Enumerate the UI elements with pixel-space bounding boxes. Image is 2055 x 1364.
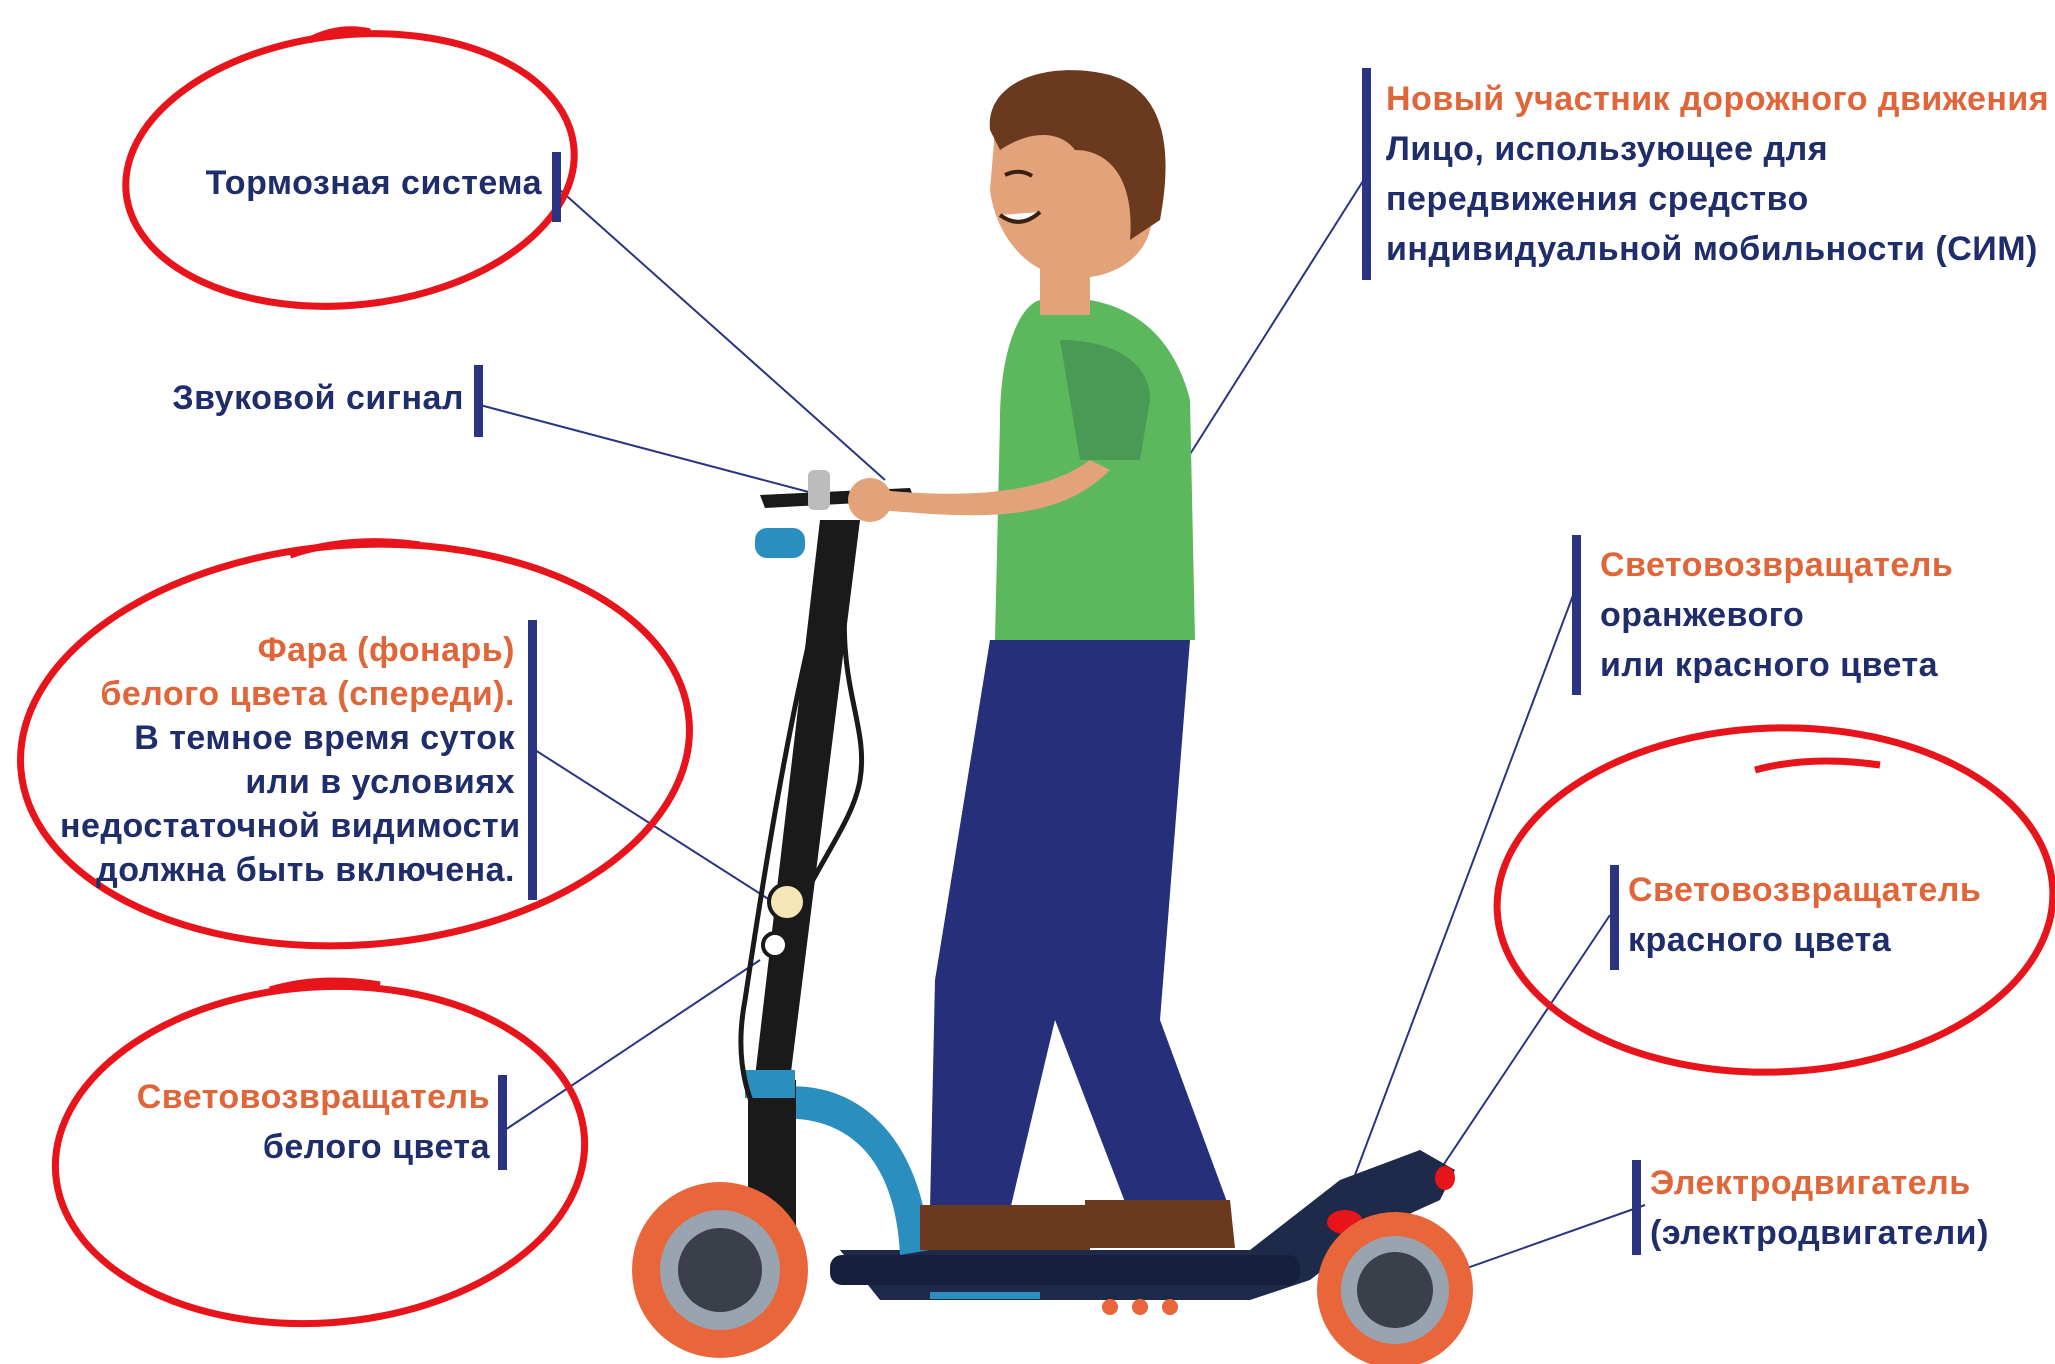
bell bbox=[808, 470, 830, 510]
label-headlight-line4: должна быть включена. bbox=[96, 851, 515, 889]
marker-bar-headlight bbox=[528, 620, 537, 900]
front-reflector bbox=[761, 931, 789, 959]
marker-bar-motor bbox=[1632, 1160, 1641, 1255]
headlight bbox=[767, 882, 807, 922]
label-reflector-orange-line1: оранжевого bbox=[1600, 596, 1805, 634]
label-motor-title: Электродвигатель bbox=[1650, 1164, 1971, 1202]
rider-hair bbox=[989, 70, 1166, 241]
rider-pants bbox=[930, 640, 1230, 1215]
label-motor: Электродвигатель (электродвигатели) bbox=[1650, 1158, 1989, 1258]
leader-horn bbox=[479, 404, 821, 496]
highlight-reflector-red bbox=[1493, 724, 2055, 1076]
deck-dot bbox=[1162, 1299, 1178, 1315]
label-participant-line3: индивидуальной мобильности (СИМ) bbox=[1386, 230, 2038, 268]
leader-participant bbox=[1179, 169, 1371, 471]
rider-hand bbox=[848, 478, 892, 522]
fork-clamp bbox=[745, 1070, 795, 1098]
label-headlight-line2: или в условиях bbox=[245, 763, 515, 801]
label-reflector-orange: Световозвращатель оранжевого или красног… bbox=[1600, 540, 1953, 690]
scooter bbox=[632, 470, 1473, 1364]
highlight-reflector-white-tail bbox=[268, 977, 381, 994]
label-participant-title: Новый участник дорожного движения bbox=[1386, 80, 2050, 118]
leader-reflector-orange bbox=[1354, 589, 1576, 1176]
highlight-circles bbox=[17, 26, 2055, 1328]
label-reflector-red-line1: красного цвета bbox=[1628, 921, 1892, 959]
label-horn-text: Звуковой сигнал bbox=[172, 379, 464, 417]
label-brake-text: Тормозная система bbox=[205, 164, 542, 202]
label-participant-line2: передвижения средство bbox=[1386, 180, 1809, 218]
rider-eye bbox=[1004, 169, 1034, 178]
label-participant: Новый участник дорожного движения Лицо, … bbox=[1386, 74, 2049, 274]
leader-reflector-red bbox=[1439, 914, 1611, 1171]
label-reflector-white-line1: белого цвета bbox=[262, 1128, 490, 1166]
leader-lines bbox=[479, 169, 1646, 1291]
label-headlight-title2: белого цвета (спереди). bbox=[100, 675, 515, 713]
label-reflector-red-title: Световозвращатель bbox=[1628, 871, 1982, 909]
rider bbox=[848, 70, 1235, 1250]
leader-brake bbox=[559, 189, 886, 481]
rider-shoe bbox=[920, 1205, 1090, 1250]
marker-bar-reflector-red bbox=[1610, 865, 1619, 970]
label-participant-line1: Лицо, использующее для bbox=[1386, 130, 1829, 168]
rider-sleeve bbox=[1060, 340, 1150, 460]
label-reflector-white: Световозвращатель белого цвета bbox=[100, 1072, 490, 1172]
highlight-reflector-white bbox=[51, 982, 589, 1328]
highlight-headlight-tail bbox=[288, 538, 421, 559]
label-motor-line1: (электродвигатели) bbox=[1650, 1214, 1989, 1252]
label-headlight-title1: Фара (фонарь) bbox=[257, 631, 515, 669]
marker-bar-reflector-white bbox=[498, 1075, 507, 1170]
label-brake: Тормозная система bbox=[150, 158, 542, 208]
deck-light-strip bbox=[930, 1292, 1040, 1299]
highlight-brake-tail bbox=[308, 26, 371, 44]
label-headlight: Фара (фонарь) белого цвета (спереди). В … bbox=[60, 628, 521, 892]
label-reflector-orange-title: Световозвращатель bbox=[1600, 546, 1954, 584]
label-headlight-line3: недостаточной видимости bbox=[60, 807, 521, 845]
grip-left bbox=[755, 528, 805, 558]
label-reflector-red: Световозвращатель красного цвета bbox=[1628, 865, 1981, 965]
marker-bar-reflector-orange bbox=[1572, 535, 1581, 695]
rider-arm bbox=[880, 460, 1110, 516]
label-horn: Звуковой сигнал bbox=[100, 373, 464, 423]
label-headlight-line1: В темное время суток bbox=[134, 719, 515, 757]
deck-dot bbox=[1102, 1299, 1118, 1315]
highlight-brake bbox=[122, 30, 578, 310]
label-reflector-orange-line2: или красного цвета bbox=[1600, 646, 1939, 684]
front-hub bbox=[678, 1228, 762, 1312]
scooter-platform bbox=[830, 1255, 1300, 1285]
rider-shoe bbox=[1085, 1200, 1235, 1248]
leader-reflector-white bbox=[504, 959, 761, 1131]
deck-dot bbox=[1132, 1299, 1148, 1315]
rider-mouth bbox=[998, 210, 1042, 224]
marker-bar-brake bbox=[552, 152, 561, 222]
marker-bar-participant bbox=[1362, 68, 1371, 280]
highlight-reflector-red-tail bbox=[1754, 757, 1881, 774]
rear-hub bbox=[1357, 1252, 1433, 1328]
label-reflector-white-title: Световозвращатель bbox=[136, 1078, 490, 1116]
rear-light bbox=[1435, 1166, 1455, 1190]
cable bbox=[738, 559, 833, 1142]
marker-bar-horn bbox=[474, 365, 483, 437]
